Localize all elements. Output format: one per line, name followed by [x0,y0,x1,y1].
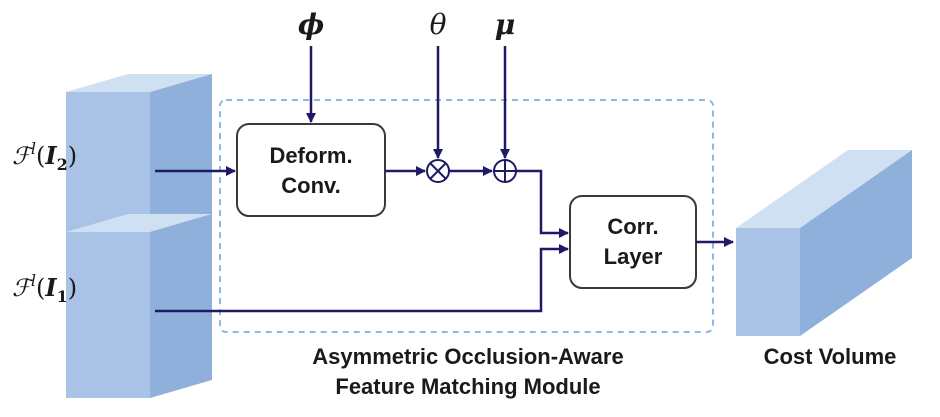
add-operator [493,159,517,183]
feature-label-i1: ℱl(I1) [12,271,77,306]
multiply-operator [426,159,450,183]
feature-block-i1 [66,214,212,398]
arrow-i1-to-corr [155,244,569,313]
feature-i1-open: ( [36,274,45,302]
corr-layer-label-line1: Corr. [607,214,658,239]
feature-i2-sub: 2 [57,155,68,174]
theta-symbol: θ [430,8,447,41]
feature-block-i2 [66,74,212,246]
feature-i1-close: ) [68,274,77,302]
corr-layer-label-line2: Layer [604,244,663,269]
corr-layer-block: Corr. Layer [569,195,697,289]
feature-i2-sup: l [31,139,36,158]
feature-i1-sub: 1 [57,287,68,306]
feature-i2-var: I [44,141,57,170]
cost-volume-label: Cost Volume [764,344,897,369]
deform-conv-block: Deform. Conv. [236,123,386,217]
mu-symbol: μ [495,8,516,41]
feature-i2-f: ℱ [12,142,35,170]
deform-conv-label-line1: Deform. [269,143,352,168]
feature-i1-sup: l [31,271,36,290]
module-boundary [219,99,714,333]
arrow-add-to-corr [516,169,569,238]
feature-label-i2: ℱl(I2) [12,139,77,174]
connections [155,46,734,313]
module-caption-line2: Feature Matching Module [335,374,600,399]
feature-i2-close: ) [68,142,77,170]
module-caption-line1: Asymmetric Occlusion-Aware [312,344,623,369]
cost-volume-block [736,150,912,336]
deform-conv-label-line2: Conv. [281,173,340,198]
phi-symbol: ϕ [298,8,324,41]
feature-i1-var: I [44,273,57,302]
feature-i1-f: ℱ [12,274,35,302]
feature-i2-open: ( [36,142,45,170]
